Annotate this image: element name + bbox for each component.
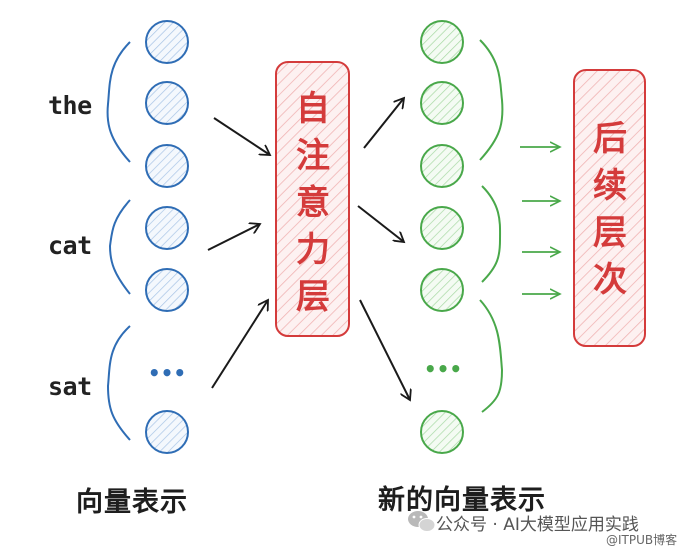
input-vectors — [145, 20, 189, 454]
arrow-in-3 — [211, 300, 268, 389]
word-sat: sat — [48, 372, 92, 401]
input-caption: 向量表示 — [76, 487, 188, 518]
bracket-cat — [108, 199, 131, 295]
output-vector — [420, 410, 464, 454]
word-the: the — [48, 91, 92, 120]
output-bracket-3 — [479, 299, 504, 413]
input-vector — [145, 268, 189, 312]
attention-char: 注 — [296, 136, 330, 176]
next-layers-label: 后 续 层 次 — [585, 116, 635, 304]
next-layer-char: 层 — [593, 213, 627, 253]
watermark-text: 公众号 · AI大模型应用实践 — [436, 515, 639, 535]
arrow-in-2 — [207, 224, 260, 251]
next-layer-char: 续 — [593, 166, 627, 206]
output-vector — [420, 268, 464, 312]
arrow-out-1 — [363, 98, 404, 149]
output-ellipsis: ••• — [424, 357, 462, 381]
output-bracket-2 — [481, 185, 502, 283]
input-vector — [145, 144, 189, 188]
input-ellipsis: ••• — [148, 361, 186, 385]
attention-char: 层 — [296, 277, 330, 317]
input-vector — [145, 206, 189, 250]
output-vectors — [420, 20, 464, 454]
next-layer-char: 次 — [593, 260, 627, 300]
input-vector — [145, 81, 189, 125]
attention-char: 力 — [296, 230, 330, 270]
output-caption: 新的向量表示 — [378, 485, 546, 516]
next-layer-char: 后 — [593, 119, 627, 159]
watermark-site: @ITPUB博客 — [606, 533, 678, 547]
word-cat: cat — [48, 231, 92, 260]
arrow-out-2 — [357, 205, 404, 242]
attention-layer-box — [275, 61, 350, 337]
next-layers-box — [573, 69, 646, 347]
input-vector — [145, 20, 189, 64]
bracket-the — [106, 41, 131, 163]
arrow-in-1 — [213, 117, 270, 155]
attention-char: 意 — [296, 183, 330, 223]
output-vector — [420, 81, 464, 125]
bracket-sat — [106, 325, 131, 441]
attention-layer-label: 自 注 意 力 层 — [288, 86, 338, 321]
wechat-logo-icon — [408, 511, 436, 532]
attention-char: 自 — [296, 89, 330, 129]
arrow-out-3 — [359, 299, 410, 400]
output-vector — [420, 144, 464, 188]
input-vector — [145, 410, 189, 454]
output-vector — [420, 206, 464, 250]
output-vector — [420, 20, 464, 64]
output-bracket-1 — [479, 39, 504, 161]
